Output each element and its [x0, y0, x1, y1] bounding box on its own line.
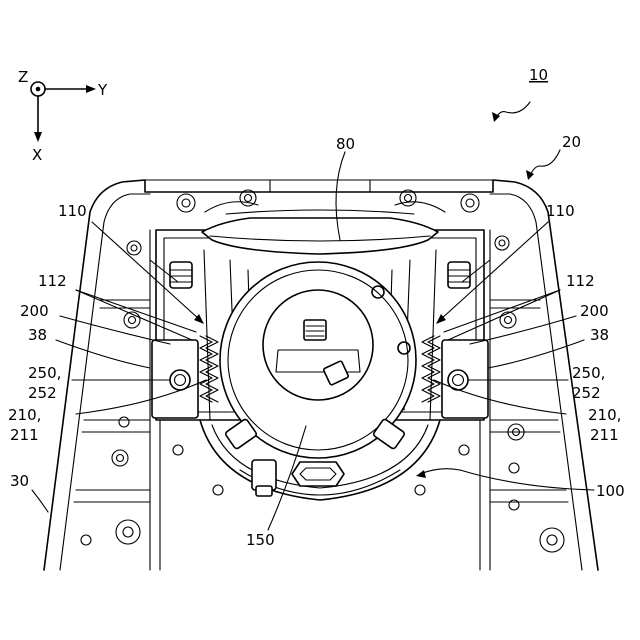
ref-200-right: 200 — [580, 302, 609, 320]
ref-110-right: 110 — [546, 202, 575, 220]
ref-80: 80 — [336, 135, 355, 153]
ref-252-right: 252 — [572, 384, 601, 402]
ref-250-right: 250, — [572, 364, 605, 382]
spring-right — [448, 262, 470, 288]
ref-210-left: 210, — [8, 406, 41, 424]
ref-112-left: 112 — [38, 272, 67, 290]
ref-112-right: 112 — [566, 272, 595, 290]
axis-y-label: Y — [97, 81, 108, 99]
top-bosses — [177, 190, 479, 212]
block-left — [152, 340, 198, 418]
ref-30: 30 — [10, 472, 29, 490]
ref-150: 150 — [246, 531, 275, 549]
ref-10: 10 — [529, 66, 548, 84]
ref-211-right: 211 — [590, 426, 619, 444]
axis-z-label: Z — [18, 68, 28, 86]
ref-38-left: 38 — [28, 326, 47, 344]
ref-200-left: 200 — [20, 302, 49, 320]
ref-210-right: 210, — [588, 406, 621, 424]
zigzag-right — [422, 336, 440, 402]
ref-211-left: 211 — [10, 426, 39, 444]
member-80 — [202, 210, 438, 254]
ref-250-left: 250, — [28, 364, 61, 382]
ref-100: 100 — [596, 482, 625, 500]
ref-252-left: 252 — [28, 384, 57, 402]
ref-20: 20 — [562, 133, 581, 151]
ref-38-right: 38 — [590, 326, 609, 344]
ref-110-left: 110 — [58, 202, 87, 220]
axis-indicator — [31, 82, 96, 142]
spring-left — [170, 262, 192, 288]
block-right — [442, 340, 488, 418]
axis-x-label: X — [32, 146, 42, 164]
zigzag-left — [200, 336, 218, 402]
